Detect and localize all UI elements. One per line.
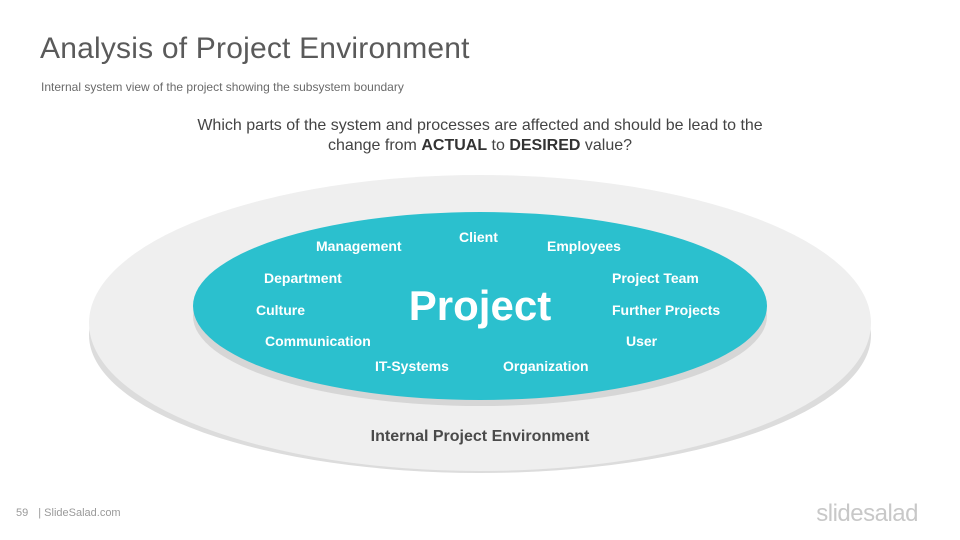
factor-further-projects: Further Projects: [612, 302, 720, 318]
factor-culture: Culture: [256, 302, 305, 318]
slide-title: Analysis of Project Environment: [40, 32, 470, 65]
page-number: 59: [16, 507, 29, 519]
factor-communication: Communication: [265, 333, 371, 349]
factor-department: Department: [264, 270, 342, 286]
outer-environment-label: Internal Project Environment: [371, 428, 590, 445]
question-line-2-post: value?: [580, 137, 633, 154]
slide-subtitle: Internal system view of the project show…: [41, 80, 404, 94]
desired-keyword: DESIRED: [509, 137, 581, 154]
slidesalad-logo: slidesalad: [816, 500, 918, 527]
factor-project-team: Project Team: [612, 270, 699, 286]
question-line-2-mid: to: [487, 137, 510, 154]
inner-ellipse: [193, 212, 767, 400]
project-label: Project: [409, 282, 551, 329]
factor-client: Client: [459, 229, 498, 245]
question-line-2: change from ACTUAL to DESIRED value?: [160, 136, 800, 156]
factor-user: User: [626, 333, 658, 349]
actual-keyword: ACTUAL: [421, 137, 488, 154]
factor-management: Management: [316, 238, 402, 254]
footer: 59 | SlideSalad.com: [16, 507, 121, 519]
question-text: Which parts of the system and processes …: [160, 116, 800, 156]
question-line-2-pre: change from: [327, 137, 422, 154]
footer-site-link[interactable]: | SlideSalad.com: [38, 507, 121, 519]
factor-it-systems: IT-Systems: [375, 358, 449, 374]
question-line-1: Which parts of the system and processes …: [197, 117, 763, 134]
factor-organization: Organization: [503, 358, 589, 374]
factor-employees: Employees: [547, 238, 621, 254]
